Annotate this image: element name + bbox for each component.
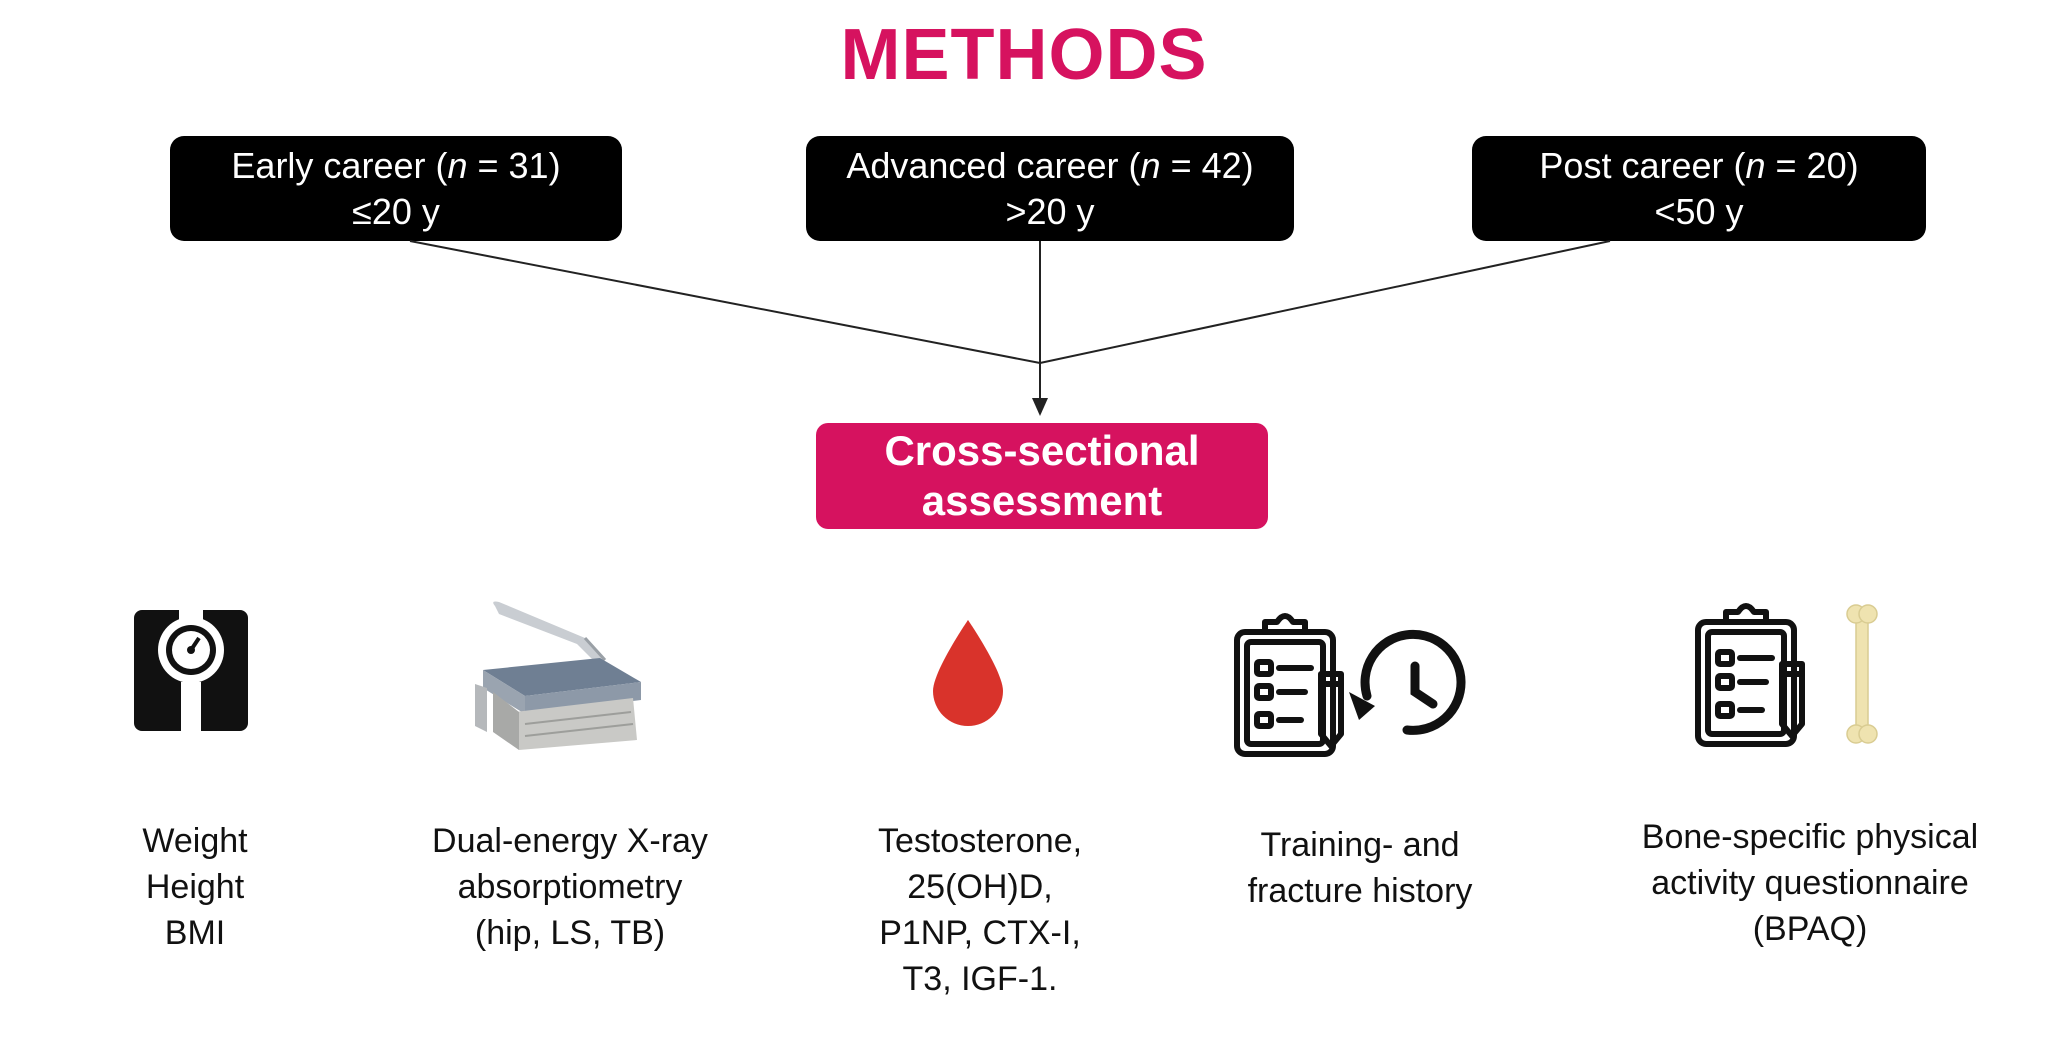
connector-early [409, 240, 1041, 364]
group-age: ≤20 y [352, 190, 440, 232]
measure-label-bpaq: Bone-specific physical activity question… [1641, 818, 1979, 948]
group-age: <50 y [1654, 190, 1744, 232]
measure-label-dxa: Dual-energy X-ray absorptiometry (hip, L… [432, 822, 708, 952]
central-line-1: Cross-sectional [884, 427, 1200, 474]
group-age: >20 y [1005, 190, 1095, 232]
cross-sectional-assessment-box: Cross-sectional assessment [816, 423, 1268, 529]
diagram-title: METHODS [840, 15, 1208, 95]
dxa-scanner-icon [475, 601, 641, 750]
group-box-advanced-career: Advanced career (n = 42) >20 y [806, 136, 1294, 241]
group-line-1: Post career (n = 20) [1539, 144, 1859, 186]
group-box-early-career: Early career (n = 31) ≤20 y [170, 136, 622, 241]
measure-label-anthropometry: Weight Height BMI [142, 822, 248, 952]
central-line-2: assessment [921, 477, 1163, 524]
blood-drop-icon [933, 620, 1003, 726]
group-line-1: Advanced career (n = 42) [846, 144, 1254, 186]
measure-label-blood-markers: Testosterone, 25(OH)D, P1NP, CTX-I, T3, … [877, 822, 1083, 998]
connector-post [1039, 240, 1611, 364]
group-line-1: Early career (n = 31) [231, 144, 561, 186]
measure-label-training-history: Training- and fracture history [1247, 826, 1473, 910]
clipboard-history-icon [1234, 613, 1466, 757]
group-box-post-career: Post career (n = 20) <50 y [1472, 136, 1926, 241]
weighing-scale-icon [134, 610, 248, 731]
clipboard-bone-icon [1695, 603, 1878, 747]
